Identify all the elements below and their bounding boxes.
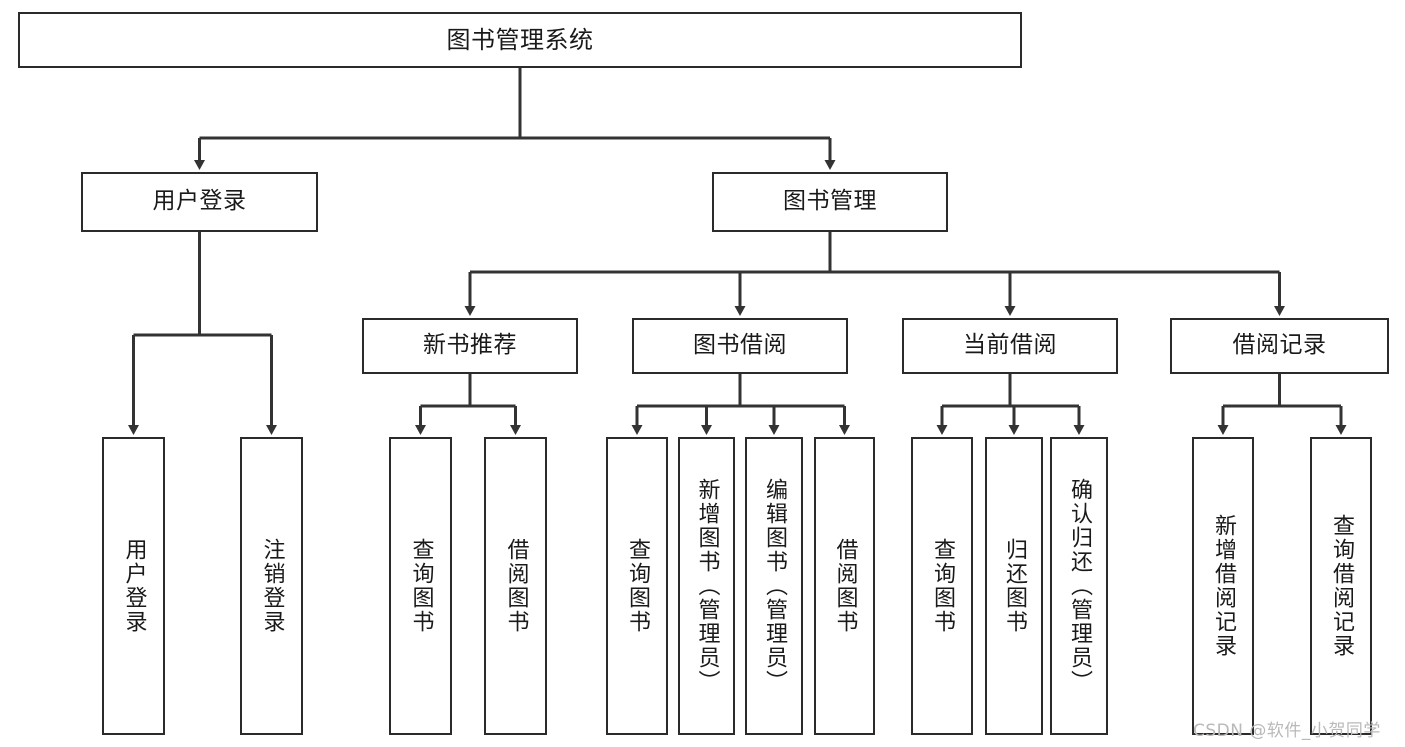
- node-label-leaf-query-record: 查询借阅记录: [1328, 514, 1354, 658]
- node-label-book-borrow: 图书借阅: [693, 332, 787, 359]
- node-label-leaf-add-book: 新增图书（管理员）: [694, 478, 720, 694]
- node-leaf-query-record[interactable]: 查询借阅记录: [1310, 437, 1372, 735]
- node-leaf-query-book-1[interactable]: 查询图书: [389, 437, 452, 735]
- node-label-new-book-recommend: 新书推荐: [423, 332, 517, 359]
- node-leaf-borrow-book-2[interactable]: 借阅图书: [814, 437, 875, 735]
- node-book-borrow[interactable]: 图书借阅: [632, 318, 848, 374]
- node-root[interactable]: 图书管理系统: [18, 12, 1022, 68]
- node-label-book-manage: 图书管理: [783, 188, 877, 215]
- node-leaf-query-book-2[interactable]: 查询图书: [606, 437, 668, 735]
- node-leaf-return-book[interactable]: 归还图书: [985, 437, 1043, 735]
- node-leaf-add-record[interactable]: 新增借阅记录: [1192, 437, 1254, 735]
- node-label-leaf-borrow-book-1: 借阅图书: [503, 538, 529, 634]
- node-book-manage[interactable]: 图书管理: [712, 172, 948, 232]
- node-label-leaf-edit-book: 编辑图书（管理员）: [761, 478, 787, 694]
- node-user-login[interactable]: 用户登录: [81, 172, 318, 232]
- node-label-leaf-query-book-1: 查询图书: [408, 538, 434, 634]
- node-borrow-record[interactable]: 借阅记录: [1170, 318, 1389, 374]
- node-leaf-add-book[interactable]: 新增图书（管理员）: [678, 437, 735, 735]
- node-label-leaf-user-login: 用户登录: [121, 538, 147, 634]
- node-label-user-login: 用户登录: [152, 188, 247, 215]
- node-leaf-query-book-3[interactable]: 查询图书: [911, 437, 973, 735]
- node-label-leaf-borrow-book-2: 借阅图书: [832, 538, 858, 634]
- node-label-root: 图书管理系统: [446, 25, 594, 54]
- node-leaf-user-login[interactable]: 用户登录: [102, 437, 165, 735]
- node-label-current-borrow: 当前借阅: [963, 332, 1057, 359]
- node-leaf-edit-book[interactable]: 编辑图书（管理员）: [745, 437, 803, 735]
- node-label-leaf-add-record: 新增借阅记录: [1210, 514, 1236, 658]
- node-label-leaf-logout: 注销登录: [259, 538, 285, 634]
- node-leaf-confirm-return[interactable]: 确认归还（管理员）: [1050, 437, 1108, 735]
- node-current-borrow[interactable]: 当前借阅: [902, 318, 1118, 374]
- node-label-borrow-record: 借阅记录: [1232, 332, 1327, 359]
- node-label-leaf-query-book-3: 查询图书: [929, 538, 955, 634]
- node-label-leaf-return-book: 归还图书: [1001, 538, 1027, 634]
- node-label-leaf-query-book-2: 查询图书: [624, 538, 650, 634]
- node-leaf-borrow-book-1[interactable]: 借阅图书: [484, 437, 547, 735]
- node-label-leaf-confirm-return: 确认归还（管理员）: [1066, 478, 1092, 694]
- node-new-book-recommend[interactable]: 新书推荐: [362, 318, 578, 374]
- node-leaf-logout[interactable]: 注销登录: [240, 437, 303, 735]
